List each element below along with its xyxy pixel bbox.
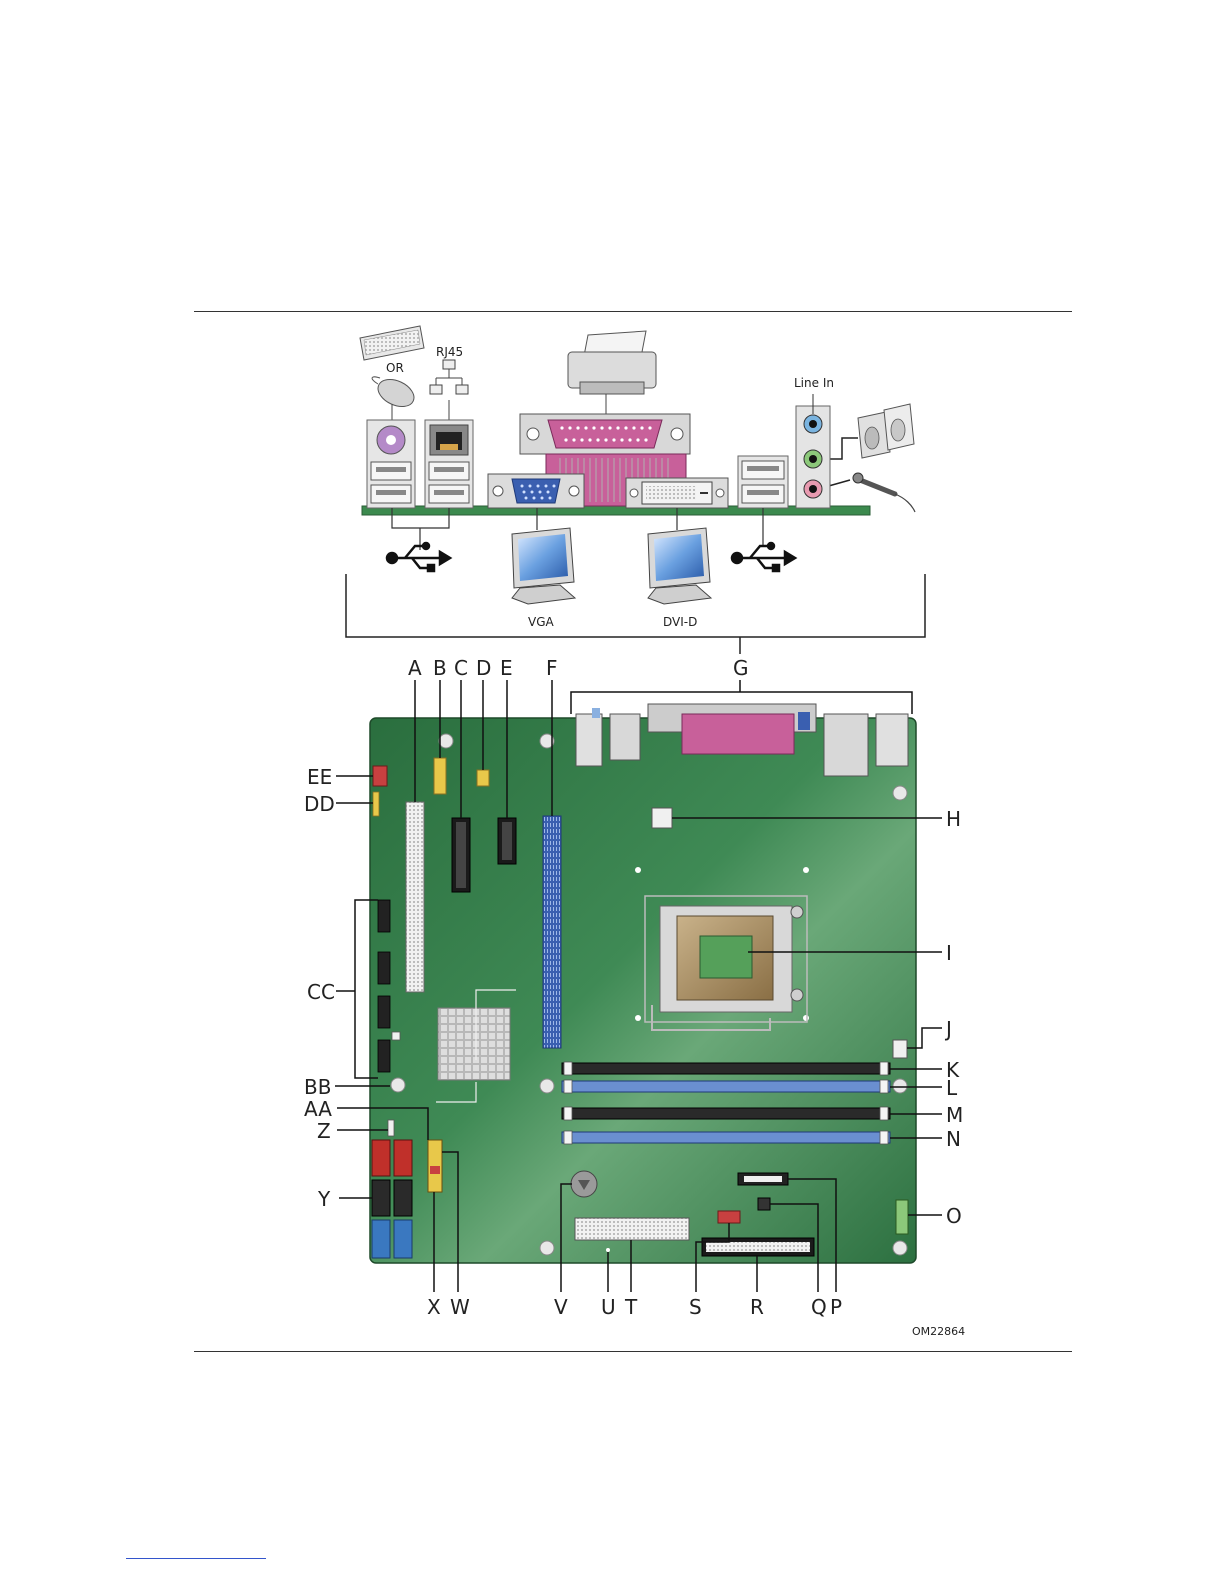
callout-g: G xyxy=(733,656,749,680)
vga-port xyxy=(488,474,584,508)
callout-v: V xyxy=(554,1295,568,1319)
callout-r: R xyxy=(750,1295,764,1319)
callout-t: T xyxy=(624,1295,638,1319)
callout-d: D xyxy=(476,656,491,680)
or-label: OR xyxy=(386,361,404,375)
header-z xyxy=(388,1120,394,1136)
ps2-usb-stack xyxy=(367,420,415,508)
callout-q: Q xyxy=(811,1295,827,1319)
callout-i: I xyxy=(946,941,952,965)
dimm-slot-n xyxy=(562,1132,890,1143)
header-b xyxy=(434,758,446,794)
callout-c: C xyxy=(454,656,468,680)
vga-label: VGA xyxy=(528,615,555,629)
rj45-usb-stack xyxy=(425,420,473,508)
callout-u: U xyxy=(601,1295,616,1319)
callout-l: L xyxy=(946,1076,958,1100)
printer-icon xyxy=(568,331,656,420)
callout-x: X xyxy=(427,1295,441,1319)
callout-a: A xyxy=(408,656,422,680)
back-panel-illustration: OR RJ45 xyxy=(346,326,925,654)
figure-id: OM22864 xyxy=(912,1325,965,1338)
dimm-slot-l xyxy=(562,1081,890,1092)
pcie-x16-slot xyxy=(543,816,561,1048)
fan-header-j xyxy=(893,1040,907,1058)
callout-y: Y xyxy=(317,1187,331,1211)
header-dd xyxy=(373,792,379,816)
component-ee xyxy=(373,766,387,786)
component-q xyxy=(758,1198,770,1210)
dimm-slot-k xyxy=(562,1063,890,1074)
vga-monitor-icon xyxy=(512,508,575,604)
callout-w: W xyxy=(450,1295,470,1319)
line-in-label: Line In xyxy=(794,376,834,390)
component-s xyxy=(718,1211,740,1223)
usb-symbol-icon xyxy=(732,543,795,571)
callout-s: S xyxy=(689,1295,702,1319)
chipset-heatsink xyxy=(438,1008,510,1080)
atx12v-connector xyxy=(652,808,672,828)
callout-h: H xyxy=(946,807,961,831)
header-o xyxy=(896,1200,908,1234)
pci-slot xyxy=(406,802,424,992)
callout-dd: DD xyxy=(304,792,335,816)
mouse-icon xyxy=(372,374,418,412)
callout-f: F xyxy=(546,656,558,680)
dvi-port xyxy=(626,478,728,508)
callout-ee: EE xyxy=(307,765,332,789)
callout-p: P xyxy=(830,1295,842,1319)
callout-o: O xyxy=(946,1204,962,1228)
callout-m: M xyxy=(946,1103,963,1127)
board-pcb xyxy=(370,718,916,1263)
dvi-monitor-icon xyxy=(648,508,711,604)
audio-jacks xyxy=(796,394,830,508)
rj45-label: RJ45 xyxy=(436,345,463,359)
speaker-icon xyxy=(820,404,914,459)
callout-b: B xyxy=(433,656,447,680)
callout-aa: AA xyxy=(304,1097,332,1121)
component-d xyxy=(477,770,489,786)
callout-j: J xyxy=(944,1017,952,1041)
dvid-label: DVI-D xyxy=(663,615,697,629)
callout-bb: BB xyxy=(304,1075,331,1099)
network-icon xyxy=(430,360,468,420)
cpu-socket xyxy=(645,896,807,1030)
usb-stack-right xyxy=(738,456,788,546)
usb-symbol-icon xyxy=(387,543,450,571)
callout-n: N xyxy=(946,1127,961,1151)
keyboard-icon xyxy=(360,326,424,360)
dimm-slot-m xyxy=(562,1108,890,1119)
callout-z: Z xyxy=(317,1119,331,1143)
callout-cc: CC xyxy=(307,980,335,1004)
callout-e: E xyxy=(500,656,513,680)
atx-power-connector xyxy=(575,1218,689,1240)
